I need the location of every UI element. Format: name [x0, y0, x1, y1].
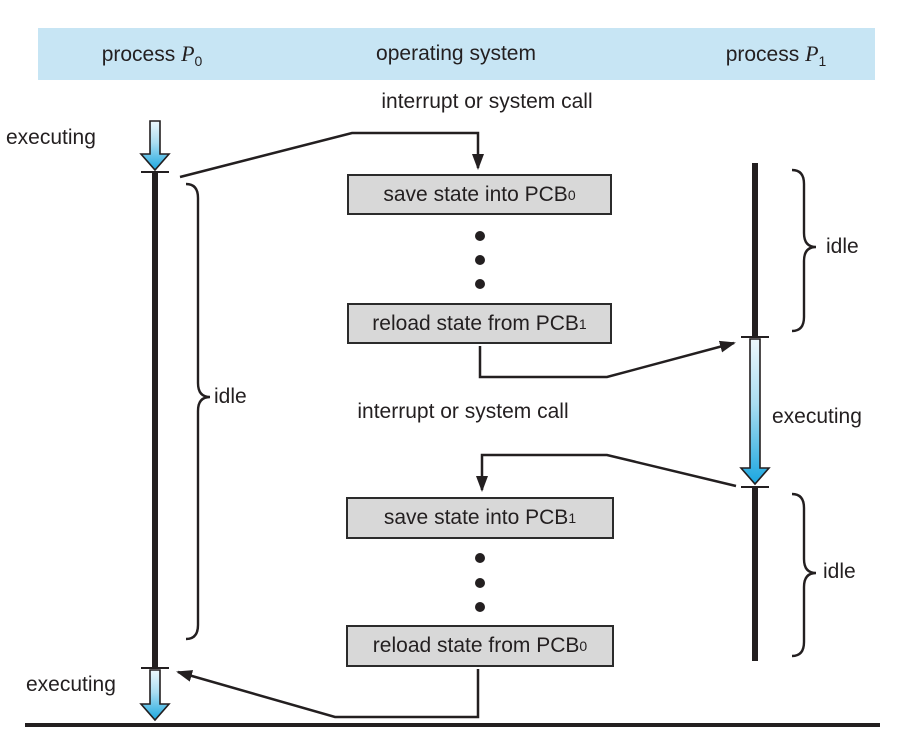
- p1-idle-label-bottom: idle: [823, 560, 856, 583]
- os-ellipsis-top: [475, 231, 485, 289]
- header-process0-subscript: 0: [194, 53, 203, 70]
- p1-idle-label-top: idle: [826, 235, 859, 258]
- header-process1-label: process P1: [725, 41, 827, 69]
- interrupt-label-top: interrupt or system call: [381, 90, 593, 113]
- flow-p1-to-os-arrow: [476, 453, 737, 492]
- header-os-label: operating system: [376, 42, 536, 65]
- p0-idle-brace: [185, 182, 211, 641]
- header-process1-text: process: [725, 43, 806, 66]
- header-process0-text: process: [101, 43, 182, 66]
- p0-executing-label-bottom: executing: [26, 673, 116, 696]
- os-box-reload-pcb0-text: reload state from PCB: [372, 634, 580, 657]
- os-box-reload-pcb1-text: reload state from PCB: [372, 311, 579, 335]
- p1-idle-brace-top: [791, 168, 817, 333]
- p1-idle-brace-bottom: [791, 492, 817, 658]
- os-box-save-pcb0-text: save state into PCB: [383, 182, 568, 206]
- p0-executing-arrow-bottom-icon: [139, 669, 171, 722]
- flow-os-to-p1-arrow: [478, 340, 736, 379]
- p0-executing-arrow-top-icon: [139, 120, 171, 172]
- header-process1-symbol: P: [805, 41, 819, 66]
- header-band: process P0 operating system process P1: [38, 28, 875, 80]
- header-process0-symbol: P: [181, 41, 195, 66]
- flow-p0-to-os-arrow: [179, 131, 484, 179]
- flow-os-to-p0-arrow: [176, 669, 480, 719]
- p0-executing-label-top: executing: [6, 126, 96, 149]
- p1-executing-label: executing: [772, 405, 862, 428]
- os-box-save-pcb1-text: save state into PCB: [383, 506, 569, 529]
- p0-idle-label: idle: [214, 385, 247, 408]
- p1-executing-arrow-icon: [739, 338, 771, 486]
- interrupt-label-middle: interrupt or system call: [357, 400, 569, 423]
- header-process1-subscript: 1: [818, 53, 827, 70]
- header-process0-label: process P0: [101, 41, 203, 69]
- os-ellipsis-bottom: [475, 553, 485, 612]
